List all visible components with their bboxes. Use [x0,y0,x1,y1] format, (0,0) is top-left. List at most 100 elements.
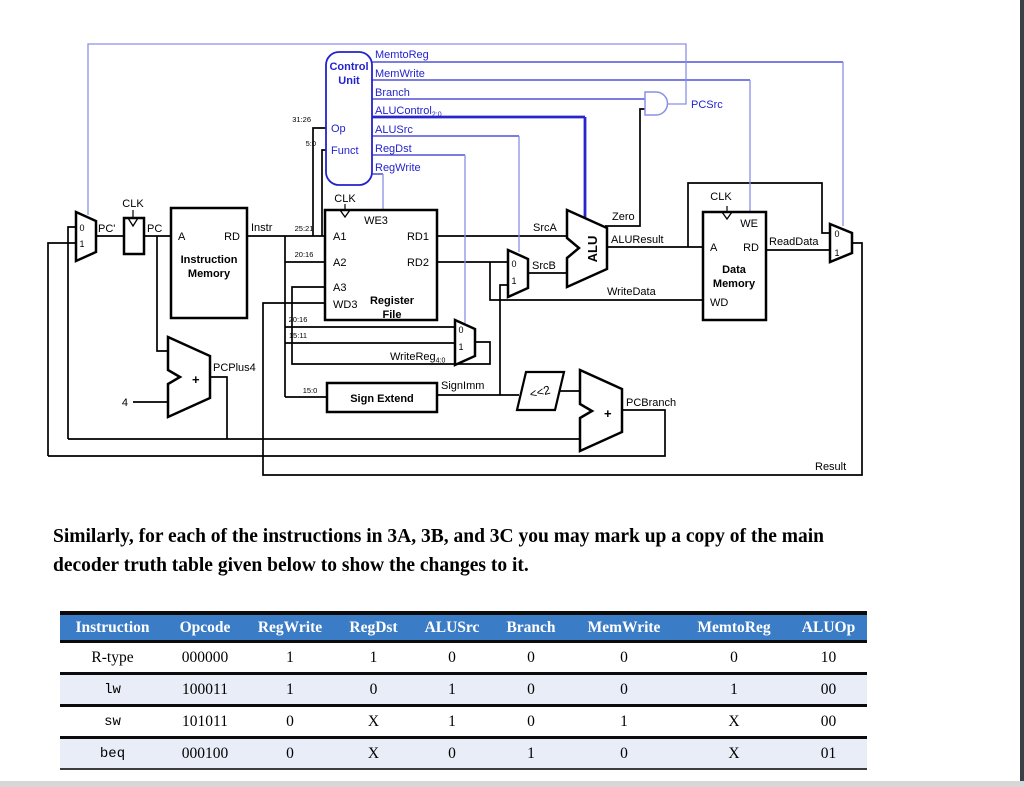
instruction-name: lw [104,681,121,698]
table-row-lw: lw 100011 1 0 1 0 0 1 00 [60,675,867,707]
table-cell: 0 [448,744,456,762]
regwrite-label: RegWrite [375,162,421,174]
alusrc-label: ALUSrc [375,124,413,136]
table-cell: X [728,744,740,762]
table-cell: 0 [620,680,628,698]
op-port: Op [331,123,346,135]
pcsrc-label: PCSrc [691,99,723,111]
pc-mux-0: 0 [79,223,84,233]
shift-left-2-block: <<2 [515,370,566,412]
col-header-aluop: ALUOp [801,618,856,636]
rf-title: Register [370,295,415,307]
table-row-sw: sw 101011 0 X 1 0 1 X 00 [60,707,867,739]
paragraph-line-1: Similarly, for each of the instructions … [53,526,825,547]
table-cell: 101011 [182,712,228,730]
alucontrol-label: ALUControl2:0 [375,105,442,119]
col-header-alusrc: ALUSrc [424,618,480,636]
pc-label: PC [147,223,162,235]
table-cell: 0 [286,744,294,762]
imem-title2: Memory [188,268,231,280]
pc-mux-1: 1 [79,239,84,249]
alu-title: ALU [585,236,600,263]
pcbranch-adder: + PCBranch [578,368,676,453]
table-cell: X [728,712,740,730]
page-right-edge [1020,0,1024,787]
table-cell: 0 [369,680,378,698]
pc-prime-label: PC' [98,223,115,235]
question-paragraph: Similarly, for each of the instructions … [53,523,915,580]
bits-15-0: 15:0 [303,386,318,395]
table-cell: 0 [730,648,738,666]
dm-title2: Memory [713,278,756,290]
paragraph-line-2: decoder truth table given below to show … [53,554,529,576]
branch-label: Branch [375,87,410,99]
writereg-mux: 0 1 20:16 15:11 WriteReg4:0 [289,315,477,367]
bits-31-26: 31:26 [292,115,311,124]
col-header-branch: Branch [506,618,556,636]
dm-we-port: WE [740,218,758,230]
srcb-label: SrcB [532,260,556,272]
pcplus4-label: PCPlus4 [213,362,256,374]
mips-datapath-diagram: 0 1 CLK PC' PC A RD Instruction Memory I… [47,43,863,476]
rd2-port: RD2 [407,257,429,269]
control-signal-labels: MemtoReg MemWrite Branch ALUControl2:0 A… [375,49,723,174]
page-bottom-edge [0,781,1024,787]
instruction-name: R-type [91,648,134,666]
srcb-mux-0: 0 [511,259,516,269]
result-mux: 0 1 Result [815,222,854,473]
signimm-label: SignImm [441,380,484,392]
writereg-label: WriteReg4:0 [390,351,445,365]
col-header-instruction: Instruction [75,618,150,636]
imem-rd-port: RD [224,231,240,243]
a3-port: A3 [333,282,346,294]
result-mux-1: 1 [834,248,839,258]
table-row-beq: beq 000100 0 X 0 1 0 X 01 [60,739,867,770]
table-cell: 01 [820,744,837,762]
table-cell: 1 [286,648,294,666]
datapath-wires [47,108,863,476]
instruction-name: sw [104,713,121,730]
table-cell: 1 [527,744,535,762]
dm-title: Data [722,264,747,276]
control-unit-title: Control [329,61,368,73]
pc-register: CLK PC' PC [98,198,162,256]
pcbranch-label: PCBranch [626,397,676,409]
dm-wd-port: WD [710,297,728,309]
table-cell: 0 [527,680,535,698]
imem-title: Instruction [181,254,238,266]
pc-mux: 0 1 [74,210,98,263]
table-cell: X [367,744,380,762]
writereg-mux-0: 0 [458,325,463,335]
and-gate [644,91,669,116]
table-cell: 000000 [181,648,229,666]
writedata-label: WriteData [607,286,657,298]
plus-symbol-2: + [604,406,612,421]
srca-label: SrcA [533,222,558,234]
register-file-block: CLK WE3 A1 A2 A3 WD3 RD1 RD2 Register Fi… [295,193,439,322]
dm-a-port: A [710,242,718,254]
control-unit-title2: Unit [338,75,360,87]
srcb-mux-1: 1 [511,276,516,286]
table-cell: 0 [527,712,535,730]
col-header-regdst: RegDst [349,618,398,636]
result-label: Result [815,461,846,473]
result-mux-0: 0 [834,229,839,239]
bits-15-11: 15:11 [289,331,307,340]
clk-label-dm: CLK [710,191,732,203]
table-cell: 10 [820,648,837,666]
table-cell: 1 [448,680,456,698]
table-cell: 100011 [182,680,228,698]
const-4-label: 4 [122,397,128,409]
table-cell: 1 [620,712,628,730]
instruction-name: beq [99,745,126,762]
plus-symbol: + [192,372,200,387]
table-cell: X [367,712,380,730]
aluresult-label: ALUResult [611,234,664,246]
table-cell: 0 [527,648,535,666]
memwrite-label: MemWrite [375,68,425,80]
table-cell: 00 [820,680,837,698]
zero-label: Zero [612,211,635,223]
bits-20-16-a: 20:16 [295,250,314,259]
wire-pcsrc-loop [87,43,687,215]
table-cell: 00 [820,712,837,730]
